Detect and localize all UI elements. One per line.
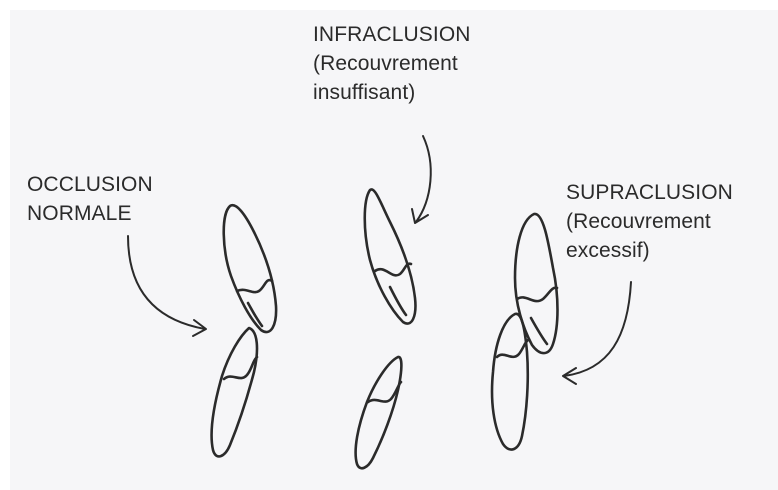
supra-upper-incisor — [515, 214, 558, 353]
supra-arrow — [564, 282, 631, 376]
infra-arrow — [416, 136, 431, 222]
label-normal-line-1: OCCLUSION — [27, 170, 153, 199]
label-infra-line-2: (Recouvrement — [313, 49, 471, 78]
infra-upper-enamel-line — [375, 264, 411, 276]
supra-lower-incisor — [492, 314, 528, 450]
normal-lower-incisor — [212, 328, 257, 456]
normal-occlusion-pair — [212, 205, 277, 456]
supraclusion-pair — [492, 214, 557, 450]
label-normal-line-2: NORMALE — [27, 199, 153, 228]
supra-lower-enamel-line — [497, 340, 528, 357]
normal-arrow — [128, 236, 205, 329]
supra-upper-enamel-line — [517, 288, 557, 301]
label-infra-line-1: INFRACLUSION — [313, 20, 471, 49]
normal-upper-enamel-line — [237, 280, 272, 292]
label-supra-line-2: (Recouvrement — [566, 207, 733, 236]
normal-upper-incisor — [224, 205, 276, 332]
infra-upper-incisor — [365, 189, 416, 323]
infra-lower-incisor — [356, 357, 402, 468]
supra-upper-tip-line — [531, 318, 547, 344]
pointer-arrows — [128, 136, 631, 384]
infraclusion-pair — [356, 189, 416, 468]
label-occlusion-normale: OCCLUSION NORMALE — [27, 170, 153, 228]
label-infra-line-3: insuffisant) — [313, 78, 471, 107]
label-supraclusion: SUPRACLUSION (Recouvrement excessif) — [566, 178, 733, 265]
label-infraclusion: INFRACLUSION (Recouvrement insuffisant) — [313, 20, 471, 107]
label-supra-line-1: SUPRACLUSION — [566, 178, 733, 207]
label-supra-line-3: excessif) — [566, 236, 733, 265]
